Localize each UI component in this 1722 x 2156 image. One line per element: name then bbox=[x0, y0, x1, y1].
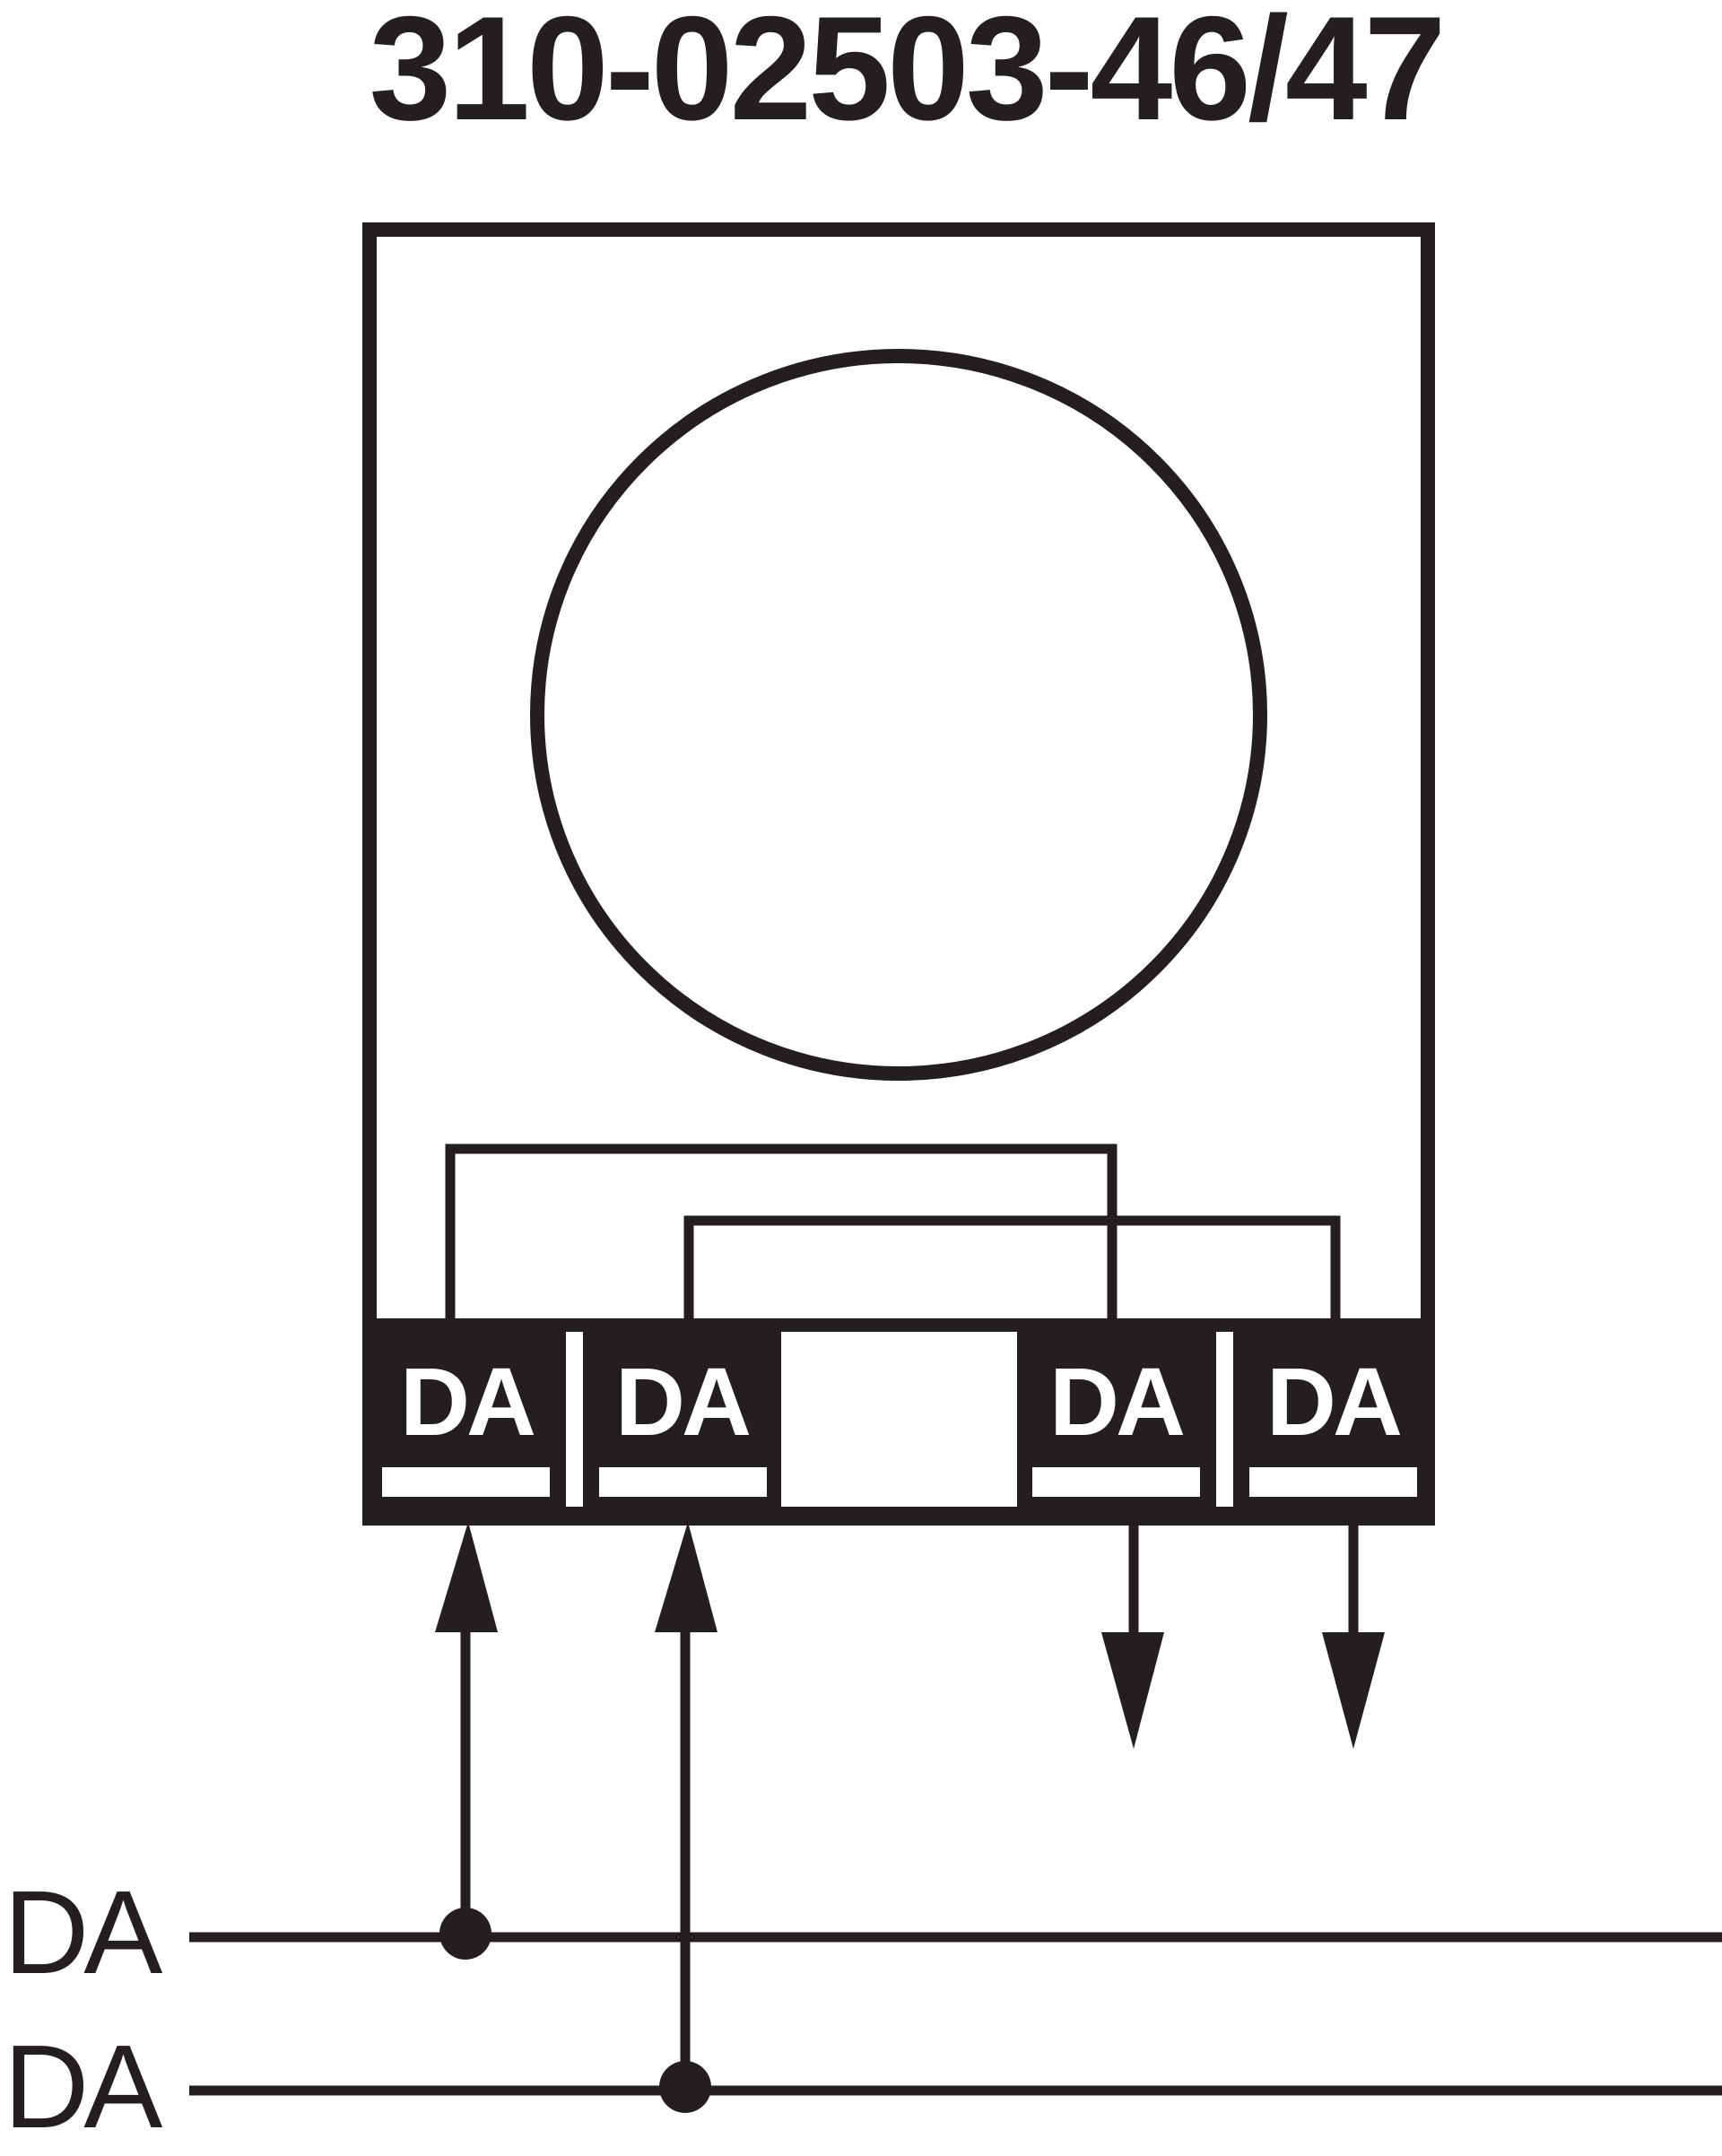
bus-label-1: DA bbox=[4, 1866, 162, 1998]
terminal-bar bbox=[1032, 1467, 1200, 1497]
blank-block bbox=[781, 1332, 1017, 1507]
terminal-separator bbox=[566, 1332, 583, 1507]
arrow-up-icon bbox=[655, 1522, 718, 1632]
junction-dot bbox=[659, 2061, 711, 2113]
terminal-label-1: DA bbox=[400, 1347, 535, 1456]
junction-dot bbox=[439, 1908, 491, 1960]
arrow-down-icon bbox=[1322, 1632, 1385, 1749]
jumper-link-1-3 bbox=[445, 1143, 1118, 1318]
terminal-label-2: DA bbox=[615, 1347, 750, 1456]
jumper-link-2-4 bbox=[683, 1215, 1341, 1318]
bus-label-2: DA bbox=[4, 2021, 162, 2152]
terminal-label-3: DA bbox=[1049, 1347, 1184, 1456]
terminal-bar bbox=[1249, 1467, 1417, 1497]
terminal-label-4: DA bbox=[1266, 1347, 1401, 1456]
diagram-title: 310-02503-46/47 bbox=[370, 0, 1443, 151]
arrow-down-icon bbox=[1101, 1632, 1164, 1749]
arrow-up-icon bbox=[435, 1522, 498, 1632]
terminal-bar bbox=[382, 1467, 550, 1497]
terminal-bar bbox=[599, 1467, 767, 1497]
device-housing bbox=[362, 222, 1435, 1526]
terminal-separator bbox=[1216, 1332, 1233, 1507]
sensor-circle bbox=[530, 349, 1267, 1081]
